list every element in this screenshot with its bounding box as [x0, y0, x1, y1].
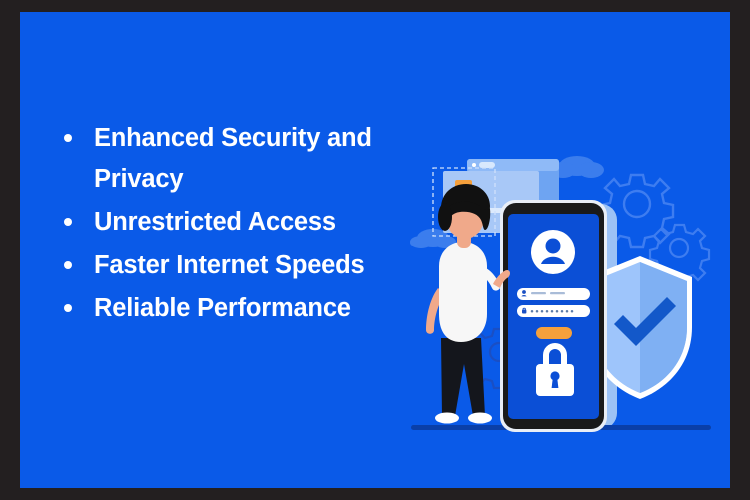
bullet-icon: [64, 261, 72, 269]
poster-canvas: Enhanced Security and Privacy Unrestrict…: [20, 12, 730, 488]
feature-label: Faster Internet Speeds: [94, 251, 365, 279]
lock-icon: [522, 309, 527, 314]
feature-list: Enhanced Security and Privacy Unrestrict…: [48, 118, 438, 331]
person-figure: [426, 184, 510, 424]
cloud-left: [410, 229, 456, 248]
bullet-icon: [64, 134, 72, 142]
gear-small: [648, 223, 711, 286]
shield-check-icon: [588, 256, 692, 399]
feature-label: Reliable Performance: [94, 294, 351, 322]
person-icon: [522, 290, 526, 294]
checkmark-icon: [614, 297, 676, 346]
phone-device: [500, 200, 607, 432]
shoe-right: [468, 412, 492, 424]
bullet-icon: [64, 218, 72, 226]
phone-submit-button[interactable]: [536, 327, 572, 339]
shoe-left: [435, 412, 459, 424]
padlock-icon: [536, 343, 574, 396]
address-bar: [479, 162, 495, 168]
username-field[interactable]: [517, 288, 590, 300]
list-item: Unrestricted Access: [48, 202, 438, 243]
list-item: Faster Internet Speeds: [48, 245, 438, 286]
secure-login-illustration: [405, 142, 730, 462]
bullet-icon: [64, 304, 72, 312]
window-dot: [472, 163, 476, 167]
list-item: Enhanced Security and Privacy: [48, 118, 438, 200]
feature-label: Enhanced Security and Privacy: [94, 124, 372, 193]
user-avatar-icon: [531, 230, 575, 274]
password-field[interactable]: [517, 305, 590, 317]
list-item: Reliable Performance: [48, 288, 438, 329]
feature-label: Unrestricted Access: [94, 208, 336, 236]
